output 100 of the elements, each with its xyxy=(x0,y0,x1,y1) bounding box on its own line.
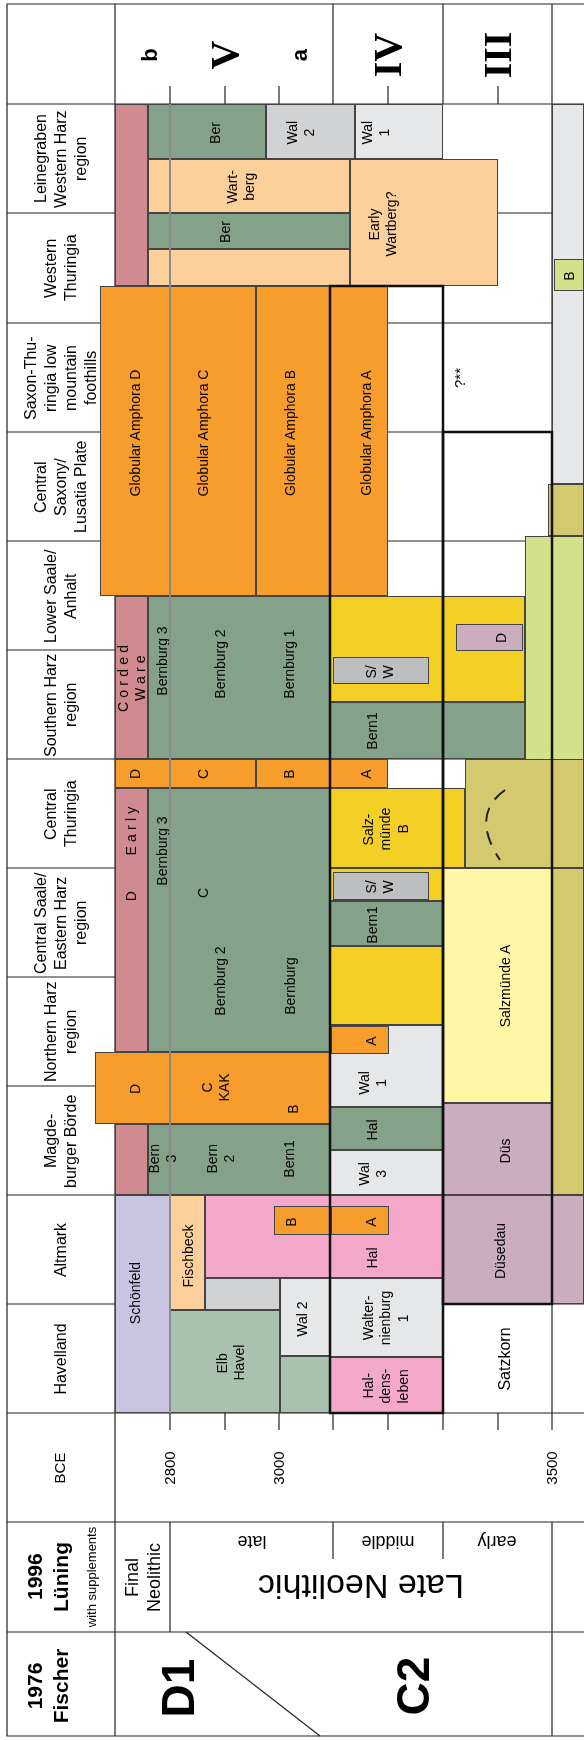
period-label: D1 xyxy=(151,1658,206,1718)
culture-label: Wal 2 xyxy=(283,120,318,146)
culture-band xyxy=(330,1278,443,1357)
culture-band xyxy=(330,1357,443,1413)
culture-label: C xyxy=(195,768,213,780)
culture-label: A xyxy=(363,1036,381,1046)
culture-band xyxy=(256,759,330,788)
row-header: Havelland xyxy=(51,1323,70,1395)
culture-band xyxy=(554,259,584,291)
culture-band xyxy=(148,249,350,286)
culture-label: Globular Amphora D xyxy=(127,369,145,497)
culture-label: Wal 2 xyxy=(294,1301,312,1337)
culture-label: Hal xyxy=(364,1119,382,1141)
culture-band xyxy=(552,104,584,484)
year-label: 3500 xyxy=(542,1451,561,1485)
culture-band xyxy=(330,596,525,702)
culture-label: S/ W xyxy=(362,880,397,894)
culture-label: Wal 1 xyxy=(355,1071,390,1095)
culture-band xyxy=(148,788,330,1052)
culture-label: Bernburg xyxy=(282,957,300,1015)
culture-band xyxy=(330,1025,443,1107)
culture-label: A xyxy=(363,1217,381,1227)
culture-band xyxy=(205,1195,443,1278)
culture-label: Bernburg 3 xyxy=(154,816,172,886)
culture-band xyxy=(443,868,552,1103)
row-header: Magde- burger Börde xyxy=(41,1093,80,1190)
culture-band xyxy=(115,104,148,286)
culture-label: C KAK xyxy=(198,1072,233,1103)
culture-band xyxy=(331,1026,389,1054)
culture-label: C xyxy=(195,887,213,899)
year-label: 3000 xyxy=(269,1451,288,1485)
culture-label: Globular Amphora B xyxy=(282,369,300,497)
culture-band xyxy=(443,1103,552,1195)
culture-label: D xyxy=(493,632,511,644)
culture-band xyxy=(330,788,465,868)
culture-label: B xyxy=(285,1104,303,1114)
year-label: 2800 xyxy=(160,1451,179,1485)
row-header: Southern Harz region xyxy=(41,653,80,757)
column-header: with supplements xyxy=(83,1526,100,1628)
culture-band xyxy=(115,596,148,759)
culture-label: Bern1 xyxy=(364,906,382,944)
culture-band xyxy=(355,104,443,159)
culture-band xyxy=(330,868,443,901)
phase-numeral: V xyxy=(201,40,248,70)
culture-band xyxy=(266,104,355,159)
culture-band xyxy=(548,484,584,536)
row-header: Saxon-Thu- ringia low mountain foothills xyxy=(21,335,100,422)
culture-label: Bernburg 1 xyxy=(281,629,299,699)
period-label: late xyxy=(237,1531,267,1554)
phase-label: b xyxy=(136,48,164,62)
culture-band xyxy=(456,624,523,651)
culture-band xyxy=(280,1278,330,1356)
culture-band xyxy=(274,1206,331,1235)
culture-label: Salz- münde B xyxy=(359,807,412,851)
culture-band xyxy=(170,286,256,596)
culture-band xyxy=(330,1150,443,1195)
culture-band xyxy=(350,159,498,286)
culture-label: Early xyxy=(123,802,141,856)
row-header: Central Saxony/ Lusatia Plate xyxy=(31,439,90,536)
culture-label: Ber xyxy=(207,122,225,144)
culture-band xyxy=(148,1124,330,1195)
culture-band xyxy=(280,1356,330,1413)
culture-label: S/ W xyxy=(362,665,397,679)
culture-label: D xyxy=(127,1083,145,1095)
year-label: BCE xyxy=(50,1452,69,1484)
culture-label: D xyxy=(123,886,141,902)
culture-label: Fischbeck xyxy=(180,1224,198,1288)
culture-label: Elb Havel xyxy=(213,1344,248,1383)
culture-label: Bern1 xyxy=(281,1140,299,1178)
culture-band xyxy=(330,286,388,596)
culture-label: Walter- nienburg 1 xyxy=(359,1290,412,1346)
phase-label: a xyxy=(286,48,314,62)
row-header: Lower Saale/ Anhalt xyxy=(41,548,80,645)
culture-band xyxy=(115,788,148,1052)
culture-band xyxy=(331,1206,389,1235)
period-label: Late Neolithic xyxy=(258,1567,464,1609)
culture-label: Globular Amphora C xyxy=(195,369,213,497)
culture-label: Bernburg 3 xyxy=(154,626,172,696)
row-header: Central Saale/ Eastern Harz region xyxy=(31,871,90,975)
culture-band xyxy=(525,536,584,760)
culture-label: Globular Amphora A xyxy=(358,370,376,496)
culture-label: Wal 1 xyxy=(358,120,393,146)
culture-label: A xyxy=(358,769,376,779)
culture-label: Düsedau xyxy=(492,1223,510,1279)
culture-label: Early Wartberg? xyxy=(365,191,400,257)
period-label: middle xyxy=(361,1531,415,1554)
culture-band xyxy=(148,596,330,759)
culture-band xyxy=(148,213,350,249)
culture-band xyxy=(333,657,429,684)
culture-label: Bern1 xyxy=(364,712,382,750)
culture-label: B xyxy=(283,1217,301,1227)
culture-band xyxy=(148,104,266,159)
culture-band xyxy=(330,946,443,1025)
culture-label: Corded Ware xyxy=(114,639,149,714)
period-label: C2 xyxy=(386,1656,441,1716)
year-label: ?** xyxy=(450,368,469,388)
culture-band xyxy=(552,868,584,1195)
culture-label: Schönfeld xyxy=(127,1261,145,1325)
culture-band xyxy=(148,159,350,213)
culture-band xyxy=(170,1195,205,1310)
